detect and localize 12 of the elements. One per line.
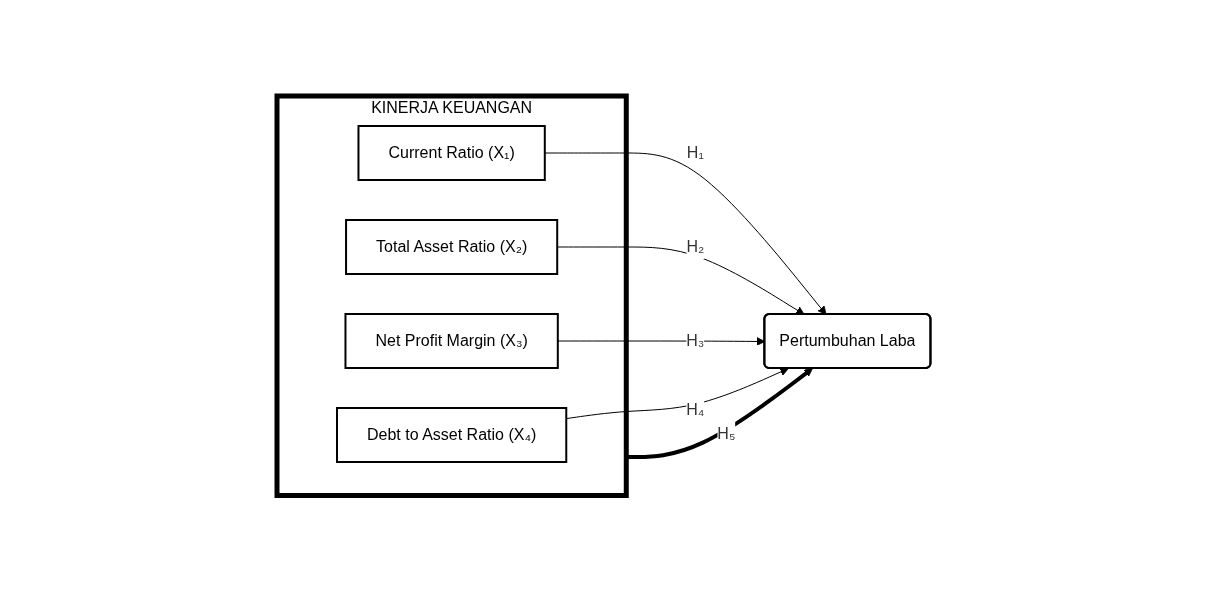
arrow xyxy=(566,367,790,420)
edge-label: H₃ xyxy=(686,332,705,350)
edge-label: H₂ xyxy=(686,238,705,256)
node-box: Total Asset Ratio (X₂) xyxy=(345,219,559,276)
node-box: Net Profit Margin (X₃) xyxy=(344,313,560,370)
arrow xyxy=(557,246,805,316)
edge-label: H₅ xyxy=(717,424,736,442)
edge-label: H₁ xyxy=(687,144,705,162)
node-box: Debt to Asset Ratio (X₄) xyxy=(336,407,568,464)
node-box: Current Ratio (X₁) xyxy=(357,125,547,182)
arrow xyxy=(626,368,814,460)
edge-label: H₄ xyxy=(686,401,705,419)
